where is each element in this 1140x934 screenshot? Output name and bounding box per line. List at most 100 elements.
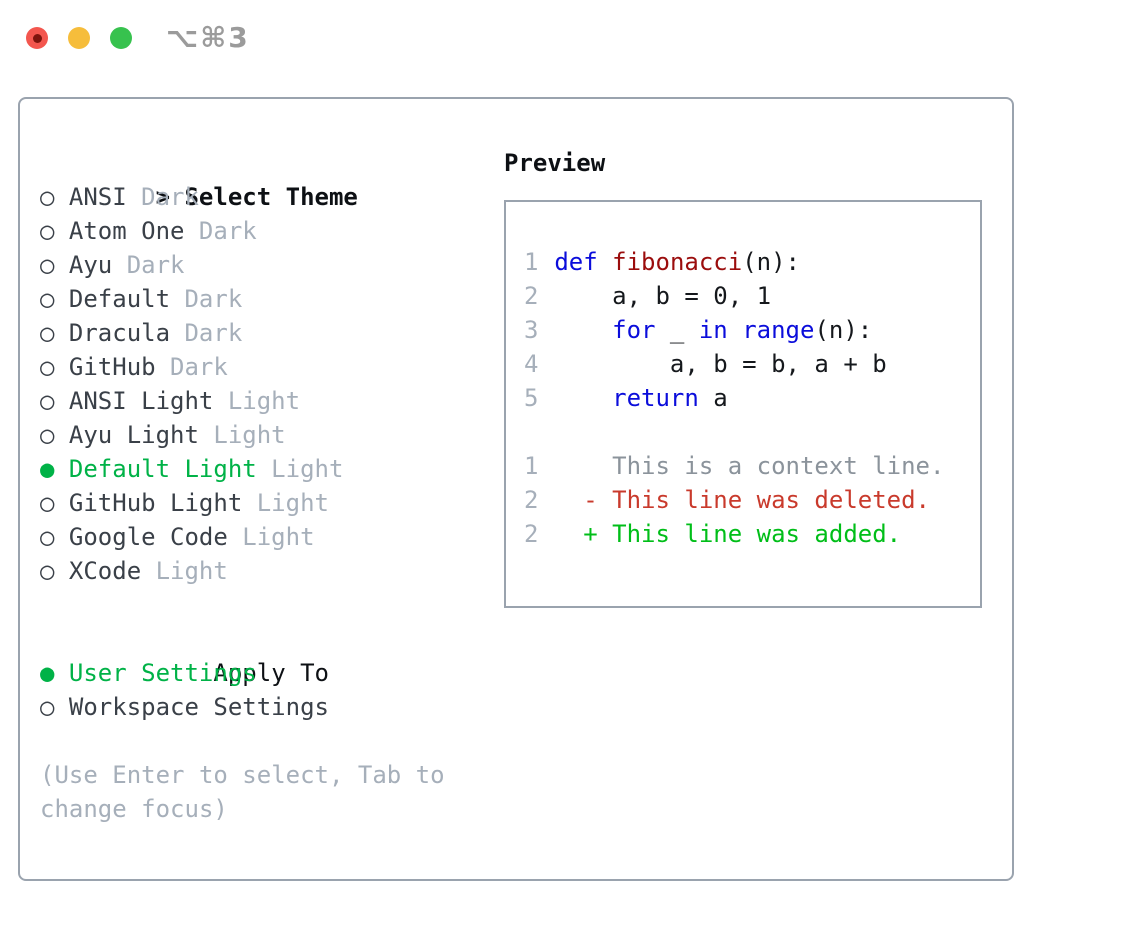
theme-item-label: ANSI Light bbox=[68, 387, 214, 415]
theme-variant-label: Light bbox=[155, 557, 228, 585]
radio-unselected-icon: ○ bbox=[40, 557, 55, 585]
select-theme-header: > Select Theme bbox=[40, 146, 480, 211]
theme-item[interactable]: ○ Atom One Dark bbox=[40, 214, 480, 248]
code-token-fn: fibonacci bbox=[612, 248, 743, 276]
apply-to-option[interactable]: ● User Settings bbox=[40, 656, 480, 690]
theme-variant-label: Dark bbox=[141, 183, 199, 211]
code-token-kw: in bbox=[698, 316, 728, 344]
radio-unselected-icon: ○ bbox=[40, 285, 55, 313]
apply-to-option-label: Workspace Settings bbox=[68, 693, 329, 721]
line-number: 2 bbox=[524, 486, 539, 514]
radio-selected-icon: ● bbox=[40, 455, 55, 483]
code-line: 2 a, b = 0, 1 bbox=[524, 279, 980, 313]
theme-variant-label: Light bbox=[242, 523, 315, 551]
theme-variant-label: Dark bbox=[198, 217, 257, 245]
radio-unselected-icon: ○ bbox=[40, 693, 55, 721]
theme-item[interactable]: ○ ANSI Light Light bbox=[40, 384, 480, 418]
code-token-plain: a, b = 0, 1 bbox=[554, 282, 772, 310]
theme-item-label: Default bbox=[68, 285, 171, 313]
theme-variant-label: Light bbox=[227, 387, 301, 415]
theme-item[interactable]: ○ Dracula Dark bbox=[40, 316, 480, 350]
radio-unselected-icon: ○ bbox=[40, 387, 55, 415]
close-button[interactable] bbox=[26, 27, 48, 49]
code-token-plain: (n): bbox=[742, 248, 800, 276]
theme-variant-label: Light bbox=[271, 455, 344, 483]
line-number: 1 bbox=[524, 248, 539, 276]
apply-to-section: Apply To ● User Settings ○ Workspace Settin… bbox=[40, 622, 480, 724]
apply-to-header: Apply To bbox=[40, 622, 480, 687]
zoom-button[interactable] bbox=[110, 27, 132, 49]
code-token-add: + This line was added. bbox=[554, 520, 902, 548]
preview-title: Preview bbox=[504, 149, 606, 177]
focus-caret-icon: > bbox=[155, 183, 171, 211]
line-number: 2 bbox=[524, 282, 539, 310]
code-line: 1 def fibonacci(n): bbox=[524, 245, 980, 279]
theme-item-label: Default Light bbox=[68, 455, 257, 483]
apply-to-title: Apply To bbox=[213, 659, 329, 687]
theme-item-label: Ayu Light bbox=[68, 421, 199, 449]
minimize-button[interactable] bbox=[68, 27, 90, 49]
theme-item[interactable]: ○ XCode Light bbox=[40, 554, 480, 588]
line-number: 4 bbox=[524, 350, 539, 378]
code-line: 1 This is a context line. bbox=[524, 449, 980, 483]
line-number: 2 bbox=[524, 520, 539, 548]
code-line: 2 + This line was added. bbox=[524, 517, 980, 551]
theme-item-label: GitHub Light bbox=[68, 489, 243, 517]
radio-unselected-icon: ○ bbox=[40, 353, 55, 381]
code-token-kw: for bbox=[612, 316, 656, 344]
code-token-plain bbox=[554, 384, 612, 412]
recording-dot-icon bbox=[32, 33, 42, 43]
theme-variant-label: Dark bbox=[184, 319, 243, 347]
code-line bbox=[524, 415, 980, 449]
radio-unselected-icon: ○ bbox=[40, 523, 55, 551]
radio-selected-icon: ● bbox=[40, 659, 55, 687]
radio-unselected-icon: ○ bbox=[40, 251, 55, 279]
theme-item-label: Atom One bbox=[68, 217, 185, 245]
radio-unselected-icon: ○ bbox=[40, 421, 55, 449]
theme-item[interactable]: ○ GitHub Dark bbox=[40, 350, 480, 384]
radio-unselected-icon: ○ bbox=[40, 319, 55, 347]
theme-item[interactable]: ● Default Light Light bbox=[40, 452, 480, 486]
theme-variant-label: Dark bbox=[170, 353, 228, 381]
code-token-ctx: This is a context line. bbox=[554, 452, 945, 480]
code-token-plain: _ bbox=[655, 316, 699, 344]
code-token-plain: (n): bbox=[814, 316, 873, 344]
line-number: 5 bbox=[524, 384, 539, 412]
theme-item-label: XCode bbox=[68, 557, 142, 585]
theme-item[interactable]: ○ Default Dark bbox=[40, 282, 480, 316]
theme-variant-label: Dark bbox=[184, 285, 243, 313]
theme-variant-label: Dark bbox=[126, 251, 185, 279]
window-title-shortcut: ⌥⌘3 bbox=[166, 21, 250, 54]
code-token-plain: a bbox=[698, 384, 728, 412]
theme-item-label: ANSI bbox=[68, 183, 127, 211]
select-theme-title: Select Theme bbox=[184, 183, 358, 211]
theme-variant-label: Light bbox=[256, 489, 329, 517]
theme-item-label: Ayu bbox=[68, 251, 113, 279]
apply-to-option[interactable]: ○ Workspace Settings bbox=[40, 690, 480, 724]
theme-item-label: GitHub bbox=[68, 353, 156, 381]
code-line: 4 a, b = b, a + b bbox=[524, 347, 980, 381]
line-number: 3 bbox=[524, 316, 539, 344]
code-token-kw: def bbox=[554, 248, 598, 276]
code-line: 5 return a bbox=[524, 381, 980, 415]
help-text: (Use Enter to select, Tab to change focu… bbox=[40, 761, 445, 823]
theme-item-label: Dracula bbox=[68, 319, 171, 347]
apply-to-option-label: User Settings bbox=[68, 659, 257, 687]
code-token-plain bbox=[598, 248, 612, 276]
radio-unselected-icon: ○ bbox=[40, 217, 55, 245]
code-token-kw: return bbox=[612, 384, 699, 412]
traffic-lights bbox=[26, 27, 132, 49]
line-number: 1 bbox=[524, 452, 539, 480]
code-token-kw: range bbox=[742, 316, 815, 344]
code-token-del: - This line was deleted. bbox=[554, 486, 931, 514]
theme-item[interactable]: ○ Ayu Dark bbox=[40, 248, 480, 282]
